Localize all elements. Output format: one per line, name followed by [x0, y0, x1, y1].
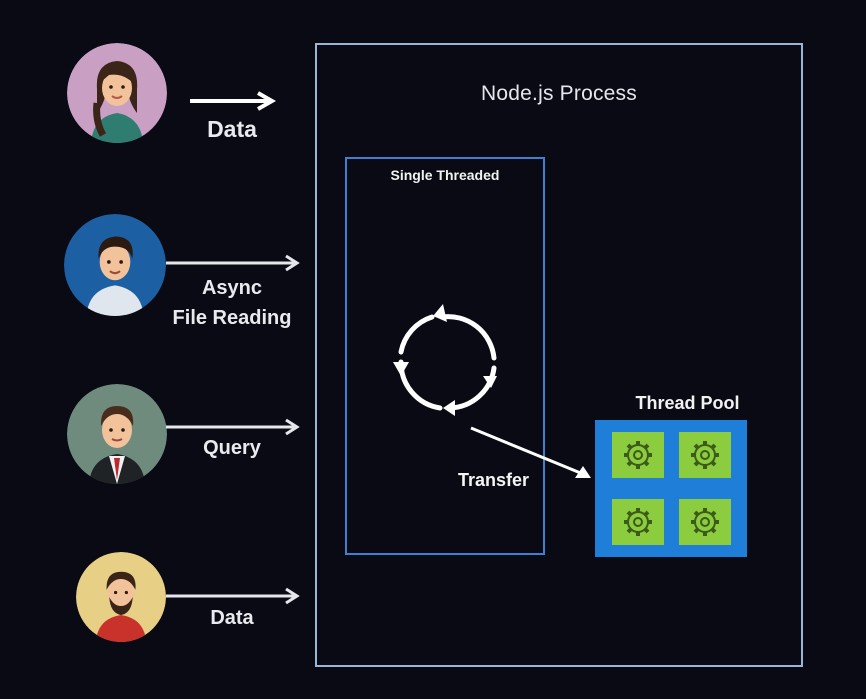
single-thread-box [345, 157, 545, 555]
gear-icon [691, 441, 719, 469]
process-title: Node.js Process [481, 82, 637, 105]
gear-icon [691, 508, 719, 536]
client-arrow-3 [166, 418, 300, 436]
client-arrow-1 [190, 91, 277, 111]
single-thread-title: Single Threaded [390, 167, 500, 183]
client-label-3: Query [182, 437, 282, 460]
thread-pool [595, 420, 747, 557]
worker-thread [679, 432, 731, 478]
client-arrow-4 [166, 587, 300, 605]
worker-thread [612, 499, 664, 545]
client-label-2: Async File Reading [162, 273, 302, 333]
gear-icon [624, 508, 652, 536]
client-arrow-2 [166, 254, 300, 272]
client-avatar-man-blue [64, 214, 166, 316]
worker-thread [612, 432, 664, 478]
client-avatar-woman [67, 43, 167, 143]
transfer-arrow [470, 426, 591, 478]
transfer-label: Transfer [458, 470, 530, 490]
worker-thread [679, 499, 731, 545]
client-label-4: Data [182, 607, 282, 630]
client-avatar-man-suit [67, 384, 167, 484]
client-label-line: Async [201, 277, 263, 299]
client-label-line: Data [210, 607, 254, 629]
client-label-line: Query [203, 437, 261, 459]
circular-arrows-icon [393, 304, 497, 416]
client-label-line: Data [207, 116, 257, 142]
gear-icon [624, 441, 652, 469]
client-label-line: File Reading [172, 307, 292, 329]
client-avatar-man-beard [76, 552, 166, 642]
client-label-1: Data [182, 116, 282, 143]
nodejs-process-box [315, 43, 803, 667]
thread-pool-title: Thread Pool [635, 393, 740, 413]
